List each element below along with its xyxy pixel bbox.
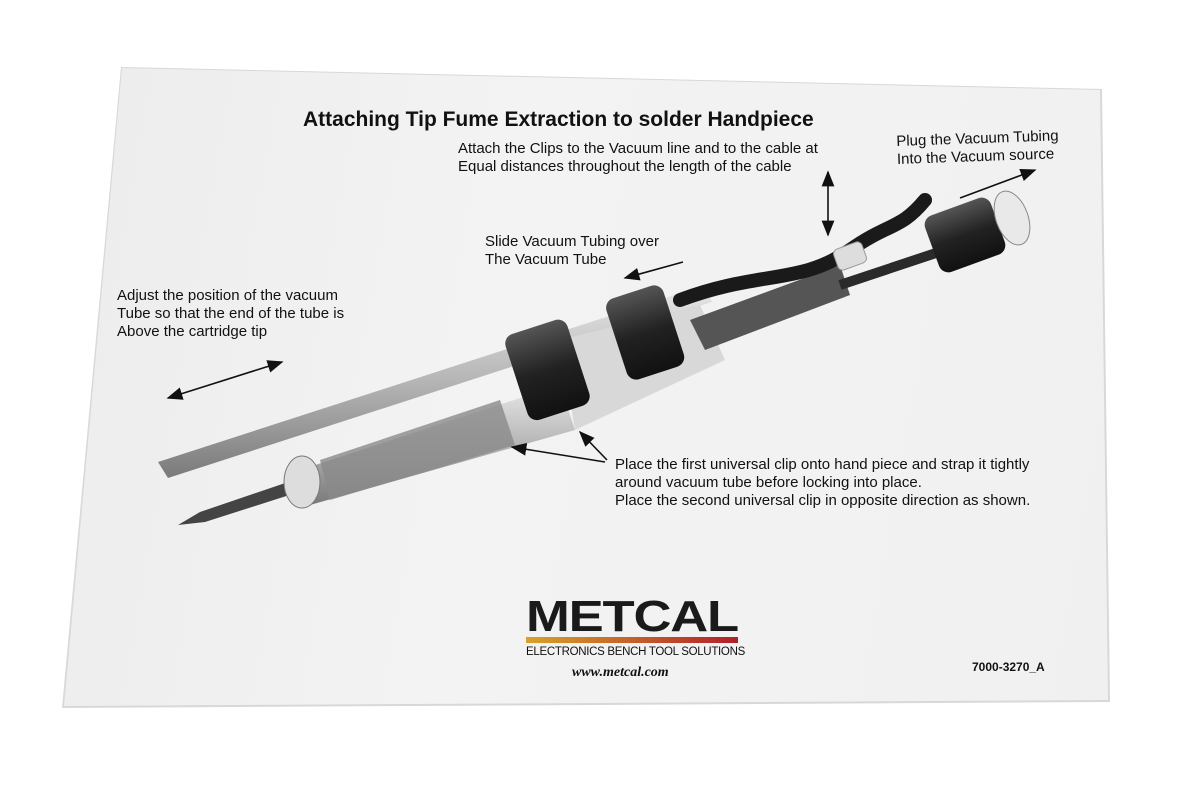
arrow-clip-2 [578, 430, 608, 461]
annotation-line: Equal distances throughout the length of… [458, 158, 792, 175]
strain-relief [690, 265, 850, 350]
svg-text:METCAL: METCAL [526, 592, 738, 641]
clip-2 [606, 285, 685, 380]
annotation-slide: Slide Vacuum Tubing over The Vacuum Tube [485, 233, 659, 269]
annotation-clips: Attach the Clips to the Vacuum line and … [458, 140, 818, 176]
annotation-line: The Vacuum Tube [485, 251, 607, 268]
clip-1 [505, 319, 590, 421]
annotation-line: Tube so that the end of the tube is [117, 305, 345, 322]
website-url: www.metcal.com [572, 665, 669, 680]
part-number: 7000-3270_A [972, 660, 1045, 674]
annotation-line: Slide Vacuum Tubing over [485, 233, 659, 250]
annotation-adjust: Adjust the position of the vacuum Tube s… [117, 287, 344, 341]
annotation-line: Above the cartridge tip [117, 323, 268, 340]
vacuum-connector [924, 197, 1006, 273]
annotation-line: Place the first universal clip onto hand… [615, 456, 1030, 473]
arrow-plug [959, 169, 1037, 199]
page-title: Attaching Tip Fume Extraction to solder … [303, 108, 814, 131]
annotation-line: Adjust the position of the vacuum [117, 287, 338, 304]
vacuum-tube [158, 285, 712, 478]
grip [320, 400, 515, 500]
annotation-line: around vacuum tube before locking into p… [615, 474, 922, 491]
metcal-logo: METCAL [526, 592, 739, 643]
arrow-slide [623, 261, 684, 281]
logo-tagline: ELECTRONICS BENCH TOOL SOLUTIONS [526, 646, 745, 658]
annotation-line: Place the second universal clip in oppos… [615, 492, 1031, 509]
annotation-line: Attach the Clips to the Vacuum line and … [458, 140, 818, 157]
annotation-place: Place the first universal clip onto hand… [615, 456, 1030, 510]
cartridge-tip [178, 478, 305, 525]
arrow-clip-1 [510, 442, 606, 463]
cable-clip [833, 241, 867, 271]
arrow-adjust [166, 360, 284, 400]
annotation-plug: Plug the Vacuum Tubing Into the Vacuum s… [896, 127, 1059, 169]
